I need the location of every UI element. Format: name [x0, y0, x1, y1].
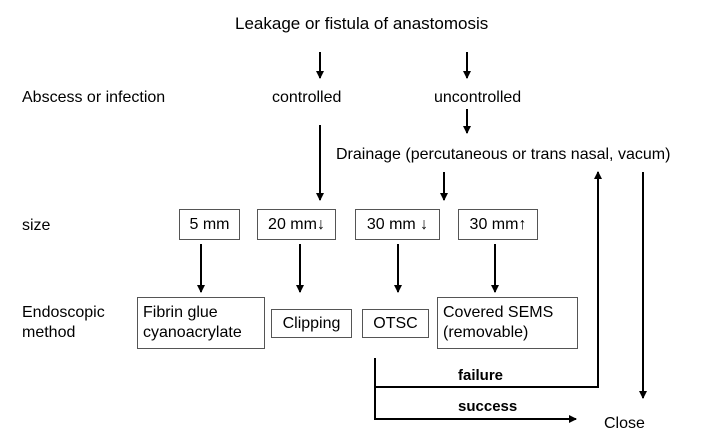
branch-controlled: controlled: [272, 89, 342, 106]
method-box-otsc: OTSC: [362, 309, 429, 338]
branch-uncontrolled: uncontrolled: [434, 89, 522, 106]
size-label: 30 mm↑: [469, 216, 527, 233]
method-line1: Clipping: [282, 315, 341, 332]
row-label-method: Endoscopic method: [22, 303, 105, 343]
method-line2: cyanoacrylate: [143, 324, 242, 341]
size-label: 5 mm: [189, 216, 230, 233]
size-box-20mm: 20 mm↓: [257, 209, 336, 240]
outcome-success: success: [458, 398, 518, 415]
failure-path: [374, 171, 602, 388]
diagram-title: Leakage or fistula of anastomosis: [235, 14, 489, 33]
method-box-clipping: Clipping: [271, 309, 352, 338]
method-line1: Fibrin glue: [143, 304, 218, 321]
size-label: 30 mm ↓: [366, 216, 429, 233]
row-label-size: size: [22, 217, 51, 234]
size-box-5mm: 5 mm: [179, 209, 240, 240]
method-label-line2: method: [22, 324, 76, 341]
method-line1: Covered SEMS: [443, 304, 554, 321]
method-line1: OTSC: [373, 315, 418, 332]
outcome-close: Close: [604, 415, 645, 432]
outcome-failure: failure: [458, 367, 504, 384]
size-box-30mm-below: 30 mm ↓: [355, 209, 440, 240]
drainage-label: Drainage (percutaneous or trans nasal, v…: [336, 146, 671, 163]
size-box-30mm-above: 30 mm↑: [458, 209, 538, 240]
size-label: 20 mm↓: [268, 216, 325, 233]
success-path: [374, 387, 577, 423]
method-box-fibrin-glue: Fibrin glue cyanoacrylate: [137, 297, 265, 349]
method-label-line1: Endoscopic: [22, 304, 105, 321]
method-box-covered-sems: Covered SEMS (removable): [437, 297, 578, 349]
row-label-abscess: Abscess or infection: [22, 89, 166, 106]
method-line2: (removable): [443, 324, 529, 341]
